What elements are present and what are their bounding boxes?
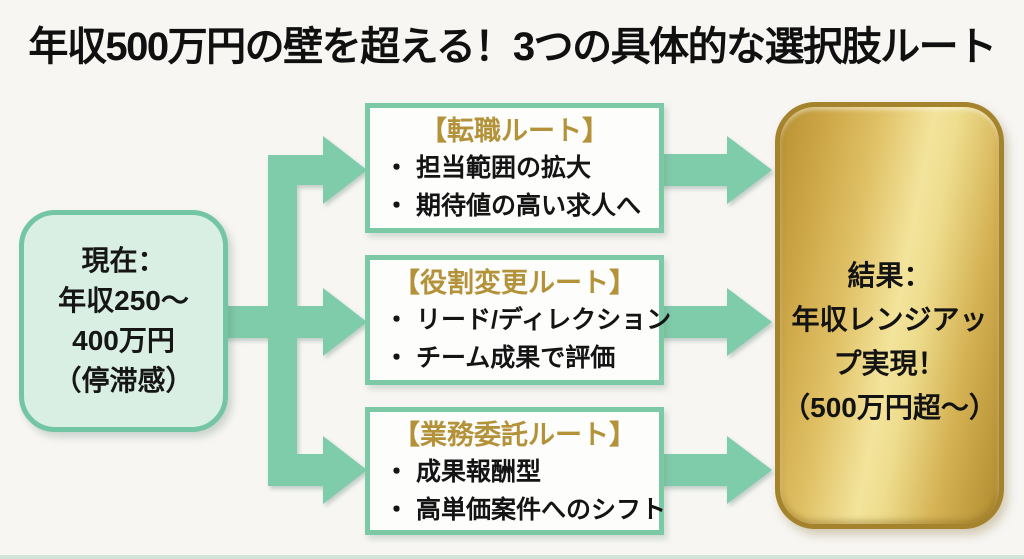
branch-top-shaft (268, 155, 323, 185)
branch-bottom-shaft (268, 454, 323, 486)
arrowhead-to-route-1-icon (323, 136, 367, 204)
current-line: 400万円 (72, 325, 175, 356)
result-line: 年収レンジアップ実現！ (791, 303, 988, 379)
arrowhead-to-route-2-icon (323, 288, 367, 356)
current-status-box: 現在： 年収250〜 400万円 （停滞感） (19, 210, 228, 432)
route-heading: 【転職ルート】 (420, 116, 609, 146)
route-box-tenshoku: 【転職ルート】 ・ 担当範囲の拡大 ・ 期待値の高い求人へ (365, 103, 664, 233)
current-line: （停滞感） (53, 365, 194, 396)
result-bottom-shaft (660, 454, 727, 486)
result-line: 結果： (847, 259, 932, 291)
result-middle-shaft (660, 306, 727, 338)
route-heading: 【役割変更ルート】 (393, 268, 636, 298)
current-line: 現在： (81, 245, 166, 276)
route-box-yakuwari-henkou: 【役割変更ルート】 ・ リード/ディレクション ・ チーム成果で評価 (365, 255, 672, 385)
arrowhead-to-result-3-icon (727, 436, 772, 504)
route-bullet: ・ 成果報酬型 (384, 458, 541, 486)
arrowhead-to-result-2-icon (727, 288, 772, 356)
result-box: 結果： 年収レンジアップ実現！ （500万円超〜） (775, 102, 1004, 529)
arrowhead-to-result-1-icon (727, 136, 772, 204)
current-line: 年収250〜 (58, 285, 189, 316)
route-bullet: ・ チーム成果で評価 (384, 344, 616, 372)
route-bullet: ・ 高単価案件へのシフト (384, 496, 666, 524)
result-line: （500万円超〜） (782, 391, 997, 423)
page-title: 年収500万円の壁を超える！3つの具体的な選択肢ルート (28, 25, 997, 69)
result-top-shaft (660, 154, 727, 186)
route-bullet: ・ 担当範囲の拡大 (384, 154, 591, 182)
route-bullet: ・ 期待値の高い求人へ (384, 192, 641, 220)
arrowhead-to-route-3-icon (323, 436, 367, 504)
bottom-edge-band (0, 555, 1024, 559)
route-bullet: ・ リード/ディレクション (384, 306, 672, 334)
route-box-gyoumu-itaku: 【業務委託ルート】 ・ 成果報酬型 ・ 高単価案件へのシフト (365, 407, 666, 535)
route-heading: 【業務委託ルート】 (393, 420, 636, 450)
branch-middle-shaft (222, 306, 323, 338)
